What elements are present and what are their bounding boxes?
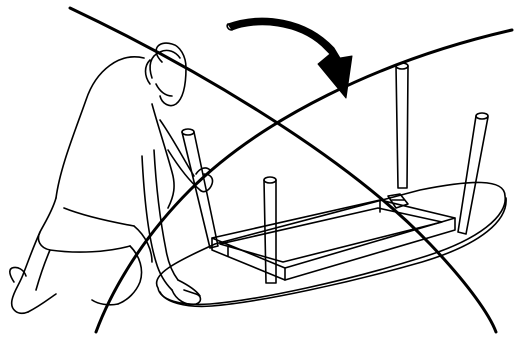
table-leg-held [182, 129, 218, 248]
person-kneeling [10, 43, 213, 313]
table-leg-back [396, 63, 408, 188]
table-leg-right [458, 113, 488, 234]
table-apron [212, 194, 455, 280]
rotation-arrow-icon [227, 18, 352, 98]
